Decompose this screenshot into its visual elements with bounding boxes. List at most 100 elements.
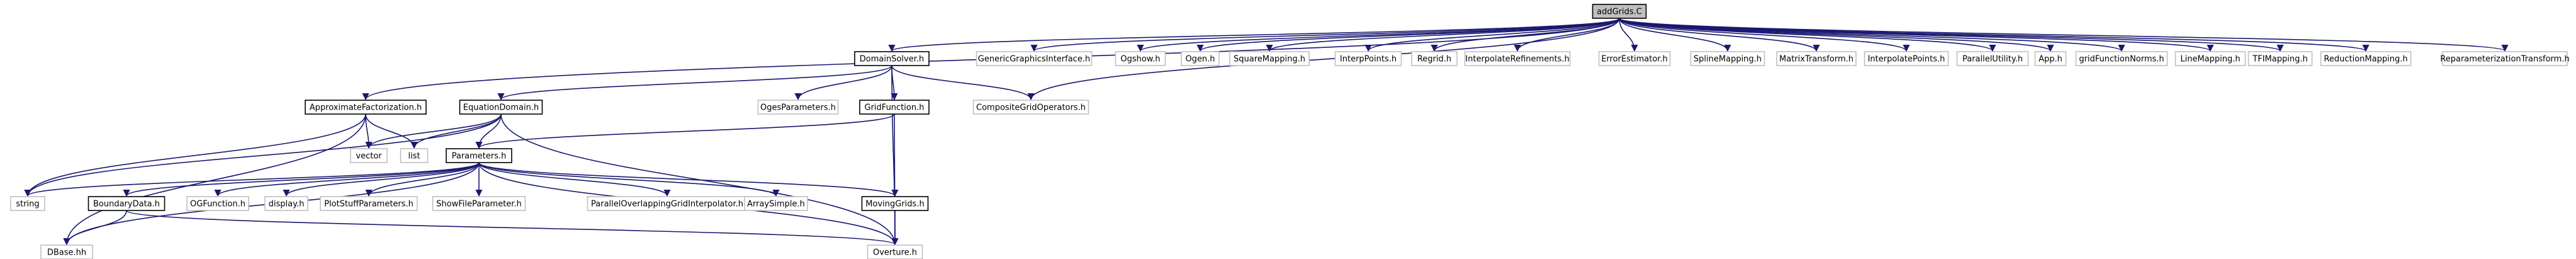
node-ReparameterizationTransform: ReparameterizationTransform.h [2440,51,2570,66]
edge-EquationDomain-to-string [24,113,502,197]
node-box-ErrorEstimator [1598,51,1671,66]
node-label-Ogen: Ogen.h [1185,55,1215,64]
node-label-ApproximateFactorization: ApproximateFactorization.h [310,103,422,113]
node-label-addGrids: addGrids.C [1597,8,1642,17]
node-EquationDomain[interactable]: EquationDomain.h [459,100,543,115]
edge-addGrids-to-ErrorEstimator [1619,18,1638,52]
node-box-GridFunction [859,100,930,115]
node-layer: addGrids.C DomainSolver.h GenericGraphicsI… [10,4,2570,259]
node-MatrixTransform: MatrixTransform.h [1776,51,1857,66]
node-ReductionMapping: ReductionMapping.h [2320,51,2412,66]
node-box-InterpolateRefinements [1464,51,1571,66]
edge-Parameters-to-ArraySimple [478,162,780,197]
node-box-ReductionMapping [2320,51,2412,66]
edge-EquationDomain-to-Overture [500,113,899,246]
node-label-TFIMapping: TFIMapping.h [2252,55,2307,64]
node-label-BoundaryData: BoundaryData.h [93,200,160,209]
node-string: string [10,196,45,211]
node-box-DBase [40,245,93,259]
node-box-vector [350,148,388,163]
node-box-EquationDomain [459,100,543,115]
node-ShowFileParameter: ShowFileParameter.h [432,196,526,211]
node-LineMapping: LineMapping.h [2174,51,2246,66]
edge-addGrids-to-InterpolatePoints [1619,18,1910,52]
node-label-OGFunction: OGFunction.h [190,200,245,209]
node-label-App: App.h [2039,55,2062,64]
node-box-Regrid [1411,51,1458,66]
edge-EquationDomain-to-list [410,113,502,149]
node-box-ReparameterizationTransform [2442,51,2568,66]
node-box-SplineMapping [1690,51,1765,66]
node-label-InterpolatePoints: InterpolatePoints.h [1868,55,1945,64]
edge-ApproximateFactorization-to-string [24,113,366,197]
node-label-string: string [16,200,39,209]
node-Parameters[interactable]: Parameters.h [446,148,512,163]
edge-BoundaryData-to-Overture [126,210,899,246]
node-box-CompositeGridOperators [972,100,1089,115]
node-Overture: Overture.h [867,245,923,259]
edge-addGrids-to-InterpPoints [1364,18,1620,52]
node-box-list [400,148,429,163]
node-ArraySimple: ArraySimple.h [744,196,808,211]
edge-DomainSolver-to-OgesParameters [794,65,892,101]
node-label-list: list [408,152,420,161]
node-label-InterpPoints: InterpPoints.h [1340,55,1397,64]
node-GridFunction[interactable]: GridFunction.h [859,100,930,115]
edge-Parameters-to-ParallelOverlappingGridInterpolator [478,162,671,197]
edge-addGrids-to-ReparameterizationTransform [1619,18,2509,52]
node-box-TFIMapping [2247,51,2313,66]
node-box-Overture [867,245,923,259]
node-label-GridFunction: GridFunction.h [865,103,925,113]
node-label-ErrorEstimator: ErrorEstimator.h [1601,55,1668,64]
node-Ogshow: Ogshow.h [1115,51,1166,66]
edge-addGrids-to-App [1619,18,2054,52]
node-box-ShowFileParameter [432,196,526,211]
node-label-DBase: DBase.hh [47,248,86,258]
node-label-LineMapping: LineMapping.h [2180,55,2240,64]
edge-addGrids-to-DomainSolver [888,18,1620,52]
node-InterpolateRefinements: InterpolateRefinements.h [1464,51,1571,66]
edge-addGrids-to-gridFunctionNorms [1619,18,2125,52]
node-ApproximateFactorization[interactable]: ApproximateFactorization.h [305,100,427,115]
edge-layer [24,18,2509,246]
node-label-ReparameterizationTransform: ReparameterizationTransform.h [2440,55,2569,64]
node-MovingGrids[interactable]: MovingGrids.h [861,196,929,211]
node-display: display.h [264,196,308,211]
node-box-ArraySimple [744,196,808,211]
node-box-OGFunction [186,196,249,211]
node-box-Ogen [1181,51,1220,66]
node-label-Overture: Overture.h [873,248,917,258]
node-box-ApproximateFactorization [305,100,427,115]
edge-addGrids-to-SquareMapping [1266,18,1620,52]
edge-Parameters-to-PlotStuffParameters [365,162,480,197]
node-box-PlotStuffParameters [320,196,418,211]
edge-addGrids-to-Ogshow [1137,18,1620,52]
node-box-BoundaryData [87,196,166,211]
edge-addGrids-to-SplineMapping [1619,18,1731,52]
node-box-display [264,196,308,211]
node-label-MatrixTransform: MatrixTransform.h [1779,55,1853,64]
node-label-CompositeGridOperators: CompositeGridOperators.h [976,103,1086,113]
node-InterpPoints: InterpPoints.h [1334,51,1402,66]
node-OgesParameters: OgesParameters.h [757,100,839,115]
node-ErrorEstimator: ErrorEstimator.h [1598,51,1671,66]
node-InterpolatePoints: InterpolatePoints.h [1864,51,1949,66]
node-label-GenericGraphicsInterface: GenericGraphicsInterface.h [978,55,1090,64]
node-box-string [10,196,45,211]
node-box-Parameters [446,148,512,163]
edge-GridFunction-to-Parameters [475,113,895,149]
node-BoundaryData[interactable]: BoundaryData.h [87,196,166,211]
edge-BoundaryData-to-DBase [63,210,127,246]
node-gridFunctionNorms: gridFunctionNorms.h [2075,51,2168,66]
node-vector: vector [350,148,388,163]
edge-addGrids-to-LineMapping [1619,18,2214,52]
node-Ogen: Ogen.h [1181,51,1220,66]
edge-Parameters-to-MovingGrids [478,162,899,197]
node-label-ArraySimple: ArraySimple.h [747,200,805,209]
node-box-addGrids [1592,4,1647,19]
node-DomainSolver[interactable]: DomainSolver.h [854,51,930,66]
node-label-ShowFileParameter: ShowFileParameter.h [436,200,522,209]
node-label-PlotStuffParameters: PlotStuffParameters.h [324,200,413,209]
node-label-gridFunctionNorms: gridFunctionNorms.h [2079,55,2164,64]
edge-Parameters-to-BoundaryData [123,162,480,197]
